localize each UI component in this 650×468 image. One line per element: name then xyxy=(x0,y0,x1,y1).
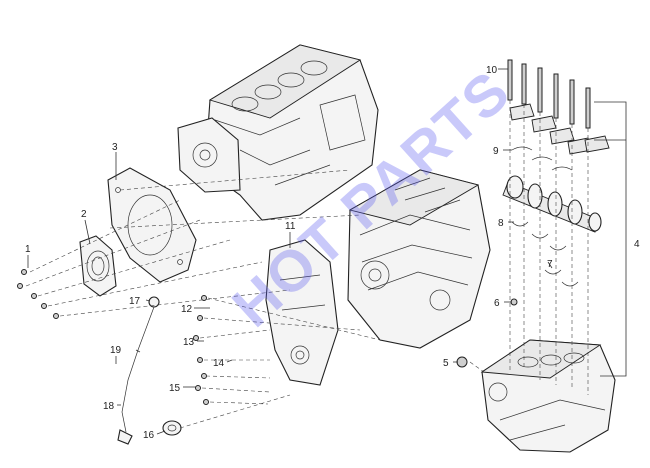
bearing-caps xyxy=(509,103,610,171)
callout-16: 16 xyxy=(143,430,155,441)
oil-dipstick xyxy=(117,296,160,445)
callout-12: 12 xyxy=(181,304,193,315)
front-cover xyxy=(265,239,339,386)
engine-assembly xyxy=(347,169,491,349)
bearing-shells xyxy=(511,221,579,287)
assembly-guide-lines xyxy=(25,100,589,429)
callout-13: 13 xyxy=(183,337,195,348)
callout-11: 11 xyxy=(285,221,296,232)
callout-7: 7 xyxy=(547,259,553,270)
cover-bolts xyxy=(17,269,209,405)
plug-part xyxy=(456,356,468,368)
callout-15: 15 xyxy=(169,383,181,394)
callout-18: 18 xyxy=(103,401,115,412)
callout-17: 17 xyxy=(129,296,141,307)
leader-lines xyxy=(27,68,553,435)
callout-3: 3 xyxy=(112,142,118,153)
bracket-4 xyxy=(594,101,627,377)
callout-5: 5 xyxy=(443,358,449,369)
callout-10: 10 xyxy=(486,65,498,76)
callout-9: 9 xyxy=(493,146,499,157)
engine-block-upper xyxy=(177,44,379,221)
callout-4: 4 xyxy=(634,239,640,250)
rear-plate xyxy=(107,167,197,283)
crank-seal xyxy=(162,420,182,436)
callout-1: 1 xyxy=(25,244,31,255)
callout-14: 14 xyxy=(213,358,225,369)
callout-6: 6 xyxy=(494,298,500,309)
callout-19: 19 xyxy=(110,345,122,356)
crankshaft xyxy=(502,175,602,233)
cylinder-block-lower xyxy=(480,339,616,453)
callout-2: 2 xyxy=(81,209,87,220)
oil-seal-retainer xyxy=(79,235,117,297)
callout-8: 8 xyxy=(498,218,504,229)
